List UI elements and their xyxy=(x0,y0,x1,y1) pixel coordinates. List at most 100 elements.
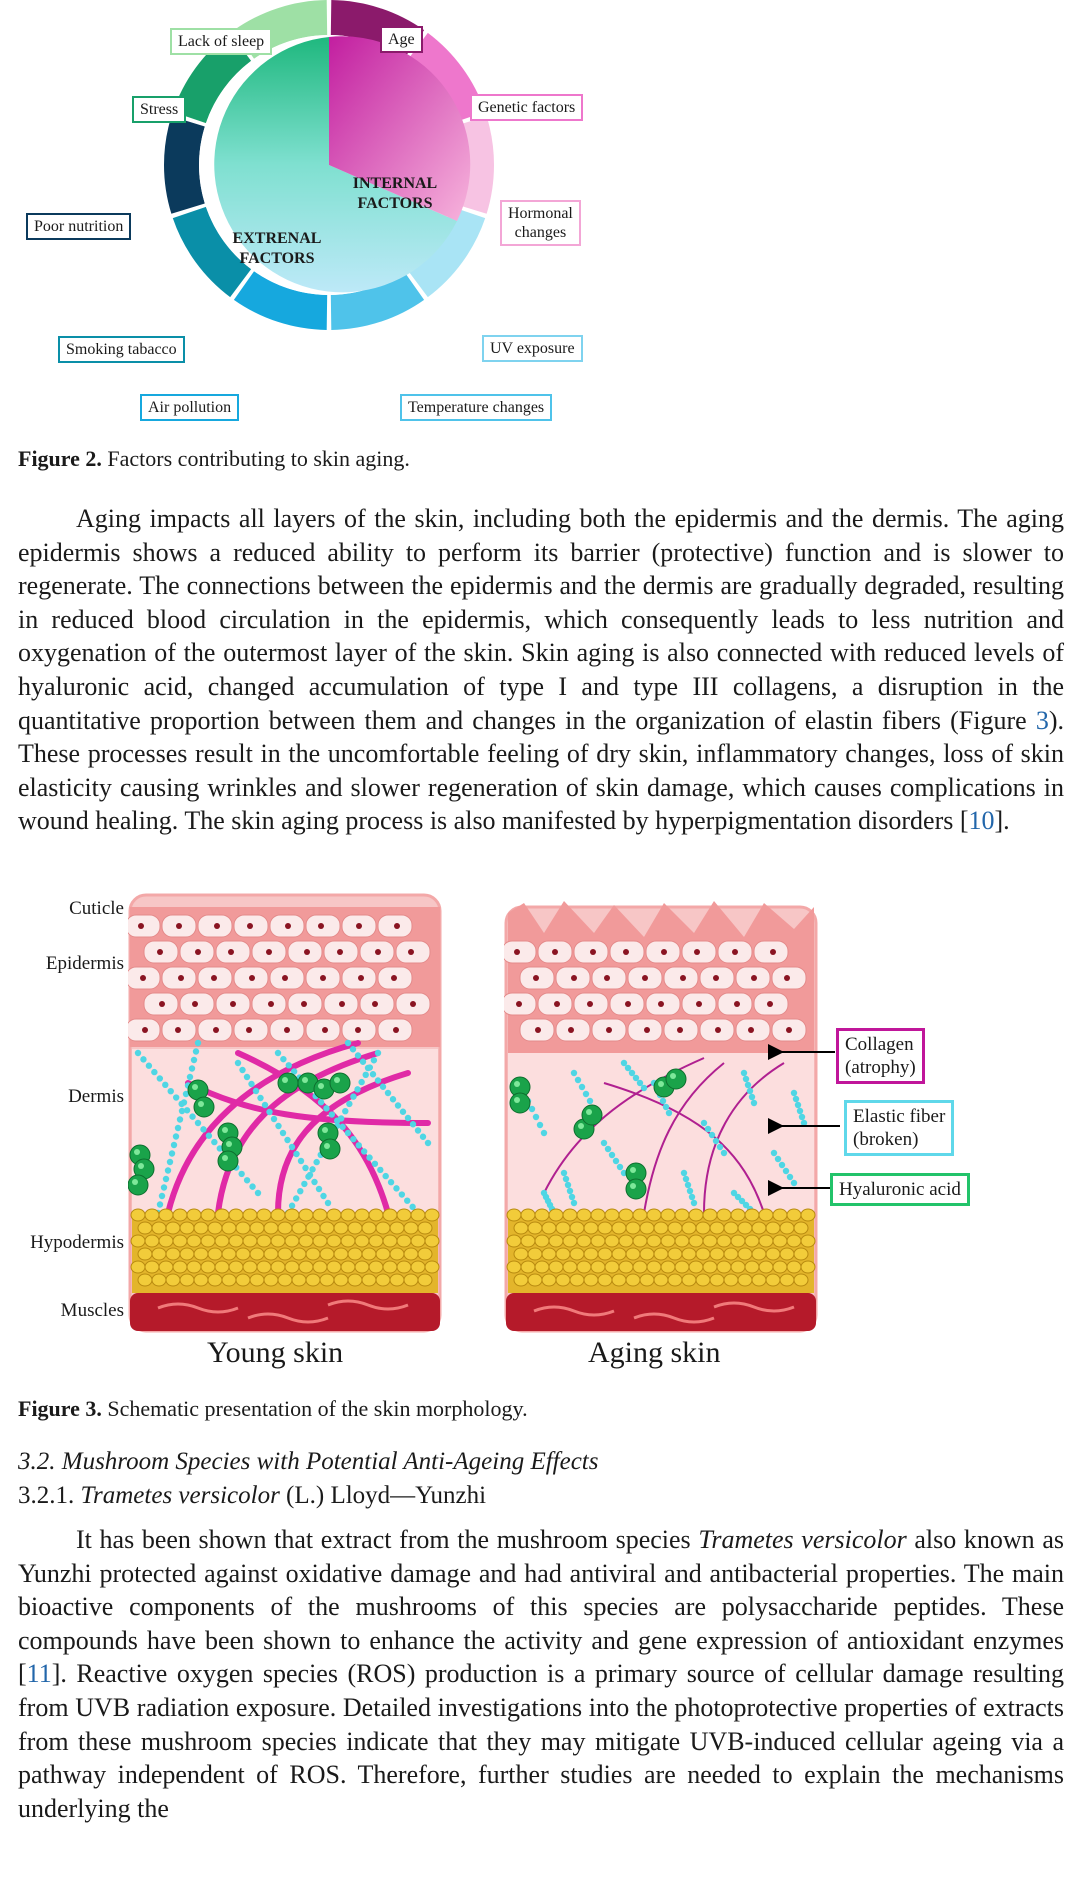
elastic-bead xyxy=(742,1075,750,1083)
elastic-bead xyxy=(284,1136,291,1144)
fat-cell xyxy=(256,1234,272,1248)
elastic-bead xyxy=(156,1075,164,1082)
cell-nucleus xyxy=(320,975,326,981)
hyaluronic-highlight xyxy=(192,1084,198,1090)
elastic-bead xyxy=(172,1133,180,1140)
cell-nucleus xyxy=(623,949,629,955)
fat-cell xyxy=(186,1260,202,1274)
fat-cell xyxy=(424,1208,440,1222)
fat-cell xyxy=(179,1273,195,1287)
paragraph-skin-aging: Aging impacts all layers of the skin, in… xyxy=(18,502,1064,838)
fat-cell xyxy=(298,1208,314,1222)
fat-cell xyxy=(382,1208,398,1222)
fat-cell xyxy=(207,1221,223,1235)
hyaluronic-sphere xyxy=(665,1068,687,1090)
elastic-bead xyxy=(309,1166,316,1173)
fat-cell xyxy=(417,1273,433,1287)
fat-cell xyxy=(639,1221,655,1235)
fat-cell xyxy=(158,1208,174,1222)
fat-cell xyxy=(625,1273,641,1287)
cell-nucleus xyxy=(408,949,414,955)
fat-cell xyxy=(548,1208,564,1222)
paragraph-trametes: It has been shown that extract from the … xyxy=(18,1523,1064,1825)
young-skin-label: Young skin xyxy=(207,1336,344,1369)
fat-cell xyxy=(207,1273,223,1287)
hyaluronic-sphere xyxy=(217,1150,239,1172)
fat-cell xyxy=(513,1221,529,1235)
para1-text-b: ). These processes result in the uncomfo… xyxy=(18,705,1064,836)
elastic-bead xyxy=(389,1096,397,1103)
fat-cell xyxy=(305,1247,321,1261)
fat-cell xyxy=(779,1273,795,1287)
layer-label-hypodermis: Hypodermis xyxy=(30,1232,124,1253)
fat-cell xyxy=(333,1221,349,1235)
annotation-elastic-line-2: (broken) xyxy=(853,1129,919,1150)
fat-cell xyxy=(716,1208,732,1222)
fat-cell xyxy=(688,1208,704,1222)
cell-nucleus xyxy=(356,923,362,929)
hyaluronic-highlight xyxy=(324,1143,330,1149)
elastic-bead xyxy=(379,1083,387,1090)
elastic-bead xyxy=(243,1177,251,1184)
elastic-bead xyxy=(366,1154,373,1161)
elastic-bead xyxy=(243,1073,251,1081)
fat-cell xyxy=(235,1247,251,1261)
fat-cell xyxy=(193,1273,209,1287)
fat-cell xyxy=(779,1247,795,1261)
elastic-bead xyxy=(162,1175,170,1183)
figure-3-caption-label: Figure 3. xyxy=(18,1396,102,1421)
cell-nucleus xyxy=(247,923,253,929)
para2-text-a: It has been shown that extract from the … xyxy=(76,1525,699,1554)
hyaluronic-sphere xyxy=(277,1072,299,1094)
elastic-bead xyxy=(234,1059,242,1067)
elastic-bead xyxy=(134,1049,142,1057)
layer-label-cuticle: Cuticle xyxy=(69,898,124,919)
elastic-bead xyxy=(370,1057,378,1064)
elastic-bead xyxy=(419,1133,427,1140)
cell-nucleus xyxy=(587,1001,593,1007)
fat-cell xyxy=(221,1273,237,1287)
fat-cell xyxy=(576,1208,592,1222)
citation-10[interactable]: 10 xyxy=(968,806,995,836)
fat-cell xyxy=(653,1273,669,1287)
fat-cell xyxy=(396,1208,412,1222)
collagen-fiber xyxy=(165,1040,361,1216)
fat-cell xyxy=(555,1273,571,1287)
factor-hormonal-line-1: Hormonal xyxy=(508,205,573,222)
factor-genetic: Genetic factors xyxy=(470,94,584,121)
cell-nucleus xyxy=(715,1027,721,1033)
annotation-collagen: Collagen (atrophy) xyxy=(836,1028,925,1084)
fat-cell xyxy=(263,1221,279,1235)
fat-cell xyxy=(144,1208,160,1222)
link-figure-3[interactable]: 3 xyxy=(1035,705,1049,735)
fat-cell xyxy=(513,1273,529,1287)
figure-2-caption-text: Factors contributing to skin aging. xyxy=(101,446,410,471)
fat-cell xyxy=(130,1208,146,1222)
fat-cell xyxy=(382,1234,398,1248)
fat-cell xyxy=(312,1234,328,1248)
fat-cell xyxy=(256,1260,272,1274)
cell-nucleus xyxy=(318,923,324,929)
hyaluronic-highlight xyxy=(132,1179,138,1185)
fat-cell xyxy=(562,1208,578,1222)
fat-cell xyxy=(597,1273,613,1287)
elastic-bead xyxy=(168,1150,176,1157)
para2-text-b: also known as Yunzhi protected against o… xyxy=(18,1525,1064,1689)
hyaluronic-highlight xyxy=(222,1155,228,1161)
fat-cell xyxy=(333,1273,349,1287)
fat-cell xyxy=(249,1273,265,1287)
citation-11[interactable]: 11 xyxy=(26,1659,52,1689)
fat-cell xyxy=(800,1234,816,1248)
elastic-bead xyxy=(374,1077,382,1084)
fat-cell xyxy=(541,1247,557,1261)
elastic-bead xyxy=(748,1093,756,1101)
fat-cell xyxy=(249,1221,265,1235)
cell-nucleus xyxy=(282,975,288,981)
elastic-bead xyxy=(536,1121,544,1129)
elastic-bead xyxy=(249,1183,256,1190)
elastic-bead xyxy=(716,1143,724,1151)
fat-cell xyxy=(681,1247,697,1261)
factor-age: Age xyxy=(380,26,423,53)
elastic-bead xyxy=(659,1097,667,1105)
elastic-bead xyxy=(200,1126,207,1133)
